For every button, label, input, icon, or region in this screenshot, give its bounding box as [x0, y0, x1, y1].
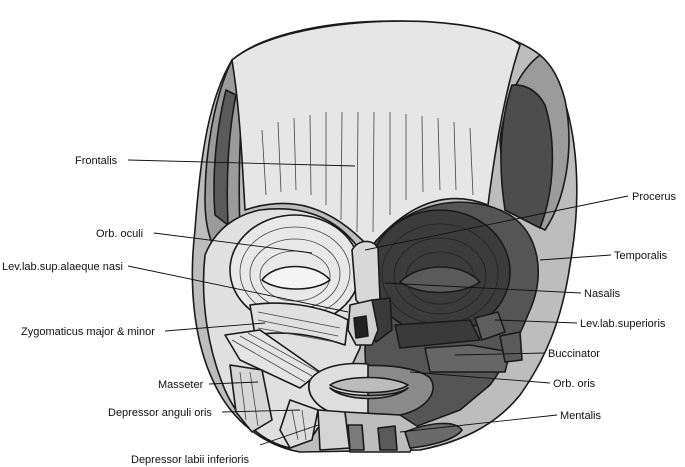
label-depressor-labii-inferioris: Depressor labii inferioris	[131, 454, 249, 466]
leader-mentalis	[399, 414, 558, 433]
leader-lev-lab-sup-alaeque-nasi	[127, 265, 349, 313]
label-orb-oris: Orb. oris	[553, 378, 596, 390]
label-mentalis: Mentalis	[560, 410, 601, 422]
leader-orb-oculi	[153, 232, 313, 254]
label-lev-lab-sup-alaeque-nasi: Lev.lab.sup.alaeque nasi	[2, 261, 123, 273]
head-illustration	[191, 20, 578, 453]
leader-nasalis	[384, 282, 582, 294]
lips	[329, 376, 409, 394]
lev-lab-sup-left	[249, 302, 349, 346]
label-zygomaticus: Zygomaticus major & minor	[21, 326, 155, 338]
leader-buccinator	[454, 352, 546, 356]
label-temporalis: Temporalis	[614, 250, 668, 262]
leader-zygomaticus	[164, 322, 266, 332]
label-procerus: Procerus	[632, 191, 677, 203]
label-frontalis: Frontalis	[75, 155, 118, 167]
leader-masseter	[208, 381, 259, 385]
mentalis-left	[347, 424, 365, 451]
leader-depressor-anguli-oris	[221, 409, 301, 413]
label-nasalis: Nasalis	[584, 288, 621, 300]
leader-lines	[127, 159, 629, 446]
temporalis-right-dark	[500, 84, 554, 229]
labels: Frontalis Orb. oculi Lev.lab.sup.alaeque…	[2, 155, 677, 466]
leader-frontalis	[127, 159, 356, 167]
buccinator-right	[424, 344, 511, 373]
label-buccinator: Buccinator	[548, 348, 600, 360]
frontalis-muscle	[231, 20, 521, 249]
label-lev-lab-superioris: Lev.lab.superioris	[580, 318, 666, 330]
depressor-anguli-oris-left	[279, 399, 319, 449]
masseter-left	[229, 364, 273, 433]
mentalis-right	[377, 425, 398, 451]
label-orb-oculi: Orb. oculi	[96, 228, 143, 240]
label-masseter: Masseter	[158, 379, 204, 391]
lev-lab-sup-right	[394, 319, 481, 349]
leader-procerus	[364, 195, 629, 251]
label-depressor-anguli-oris: Depressor anguli oris	[108, 407, 212, 419]
leader-depressor-labii-inferioris	[259, 424, 319, 446]
leader-orb-oris	[409, 371, 551, 384]
leader-temporalis	[539, 254, 612, 261]
leader-lev-lab-superioris	[494, 319, 578, 324]
